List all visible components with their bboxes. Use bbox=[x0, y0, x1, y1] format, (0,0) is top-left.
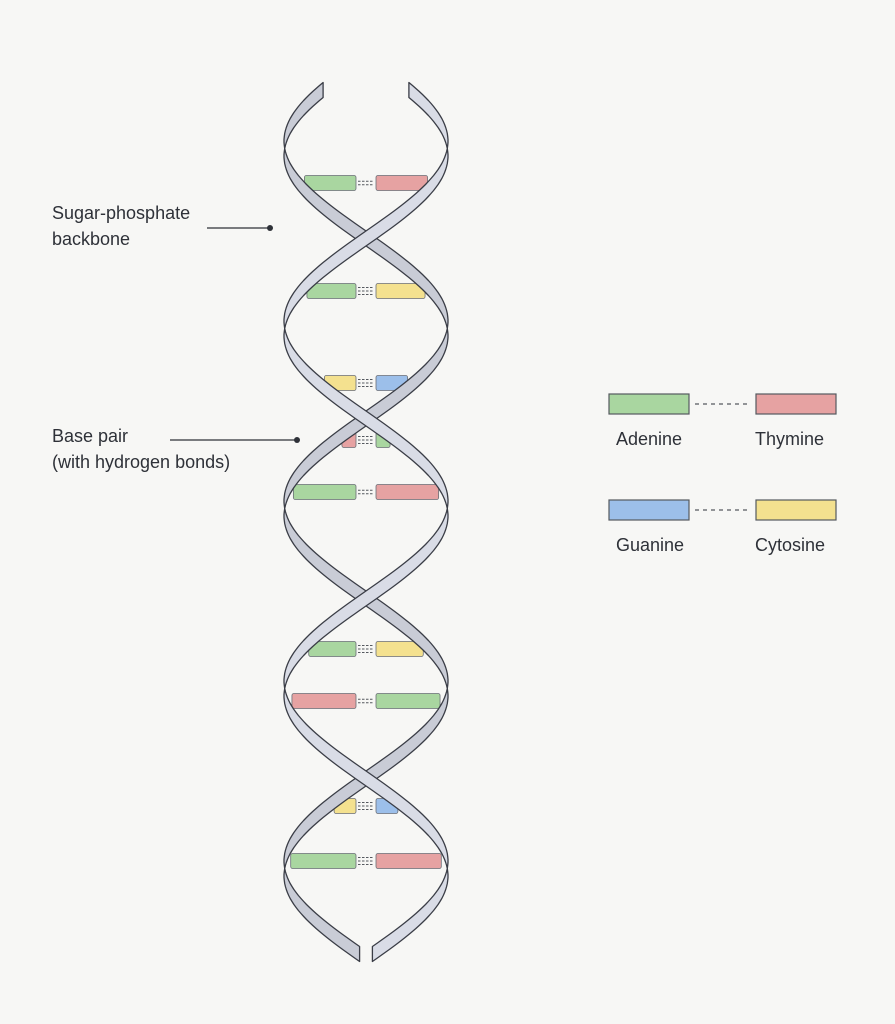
base-pair bbox=[292, 484, 440, 500]
legend-cytosine-label: Cytosine bbox=[755, 535, 826, 555]
base-pair bbox=[323, 375, 409, 391]
base-pair-callout-dot bbox=[294, 437, 300, 443]
thymine-base bbox=[291, 693, 357, 709]
legend-cytosine-swatch bbox=[755, 499, 837, 521]
thymine-base bbox=[375, 484, 440, 500]
legend bbox=[608, 393, 837, 521]
backbone-label-line2: backbone bbox=[52, 229, 131, 249]
base-pair bbox=[290, 853, 442, 869]
adenine-base bbox=[292, 484, 357, 500]
base-pair bbox=[304, 175, 428, 191]
legend-guanine-swatch bbox=[608, 499, 690, 521]
callout-lines bbox=[170, 225, 300, 443]
thymine-base bbox=[375, 853, 442, 869]
base-pair bbox=[308, 641, 424, 657]
backbone-strand-front bbox=[283, 81, 449, 963]
base-pair-label-line2: (with hydrogen bonds) bbox=[52, 452, 231, 472]
base-pair-label: Base pair (with hydrogen bonds) bbox=[52, 423, 230, 475]
base-pair bbox=[291, 693, 441, 709]
base-pair-label-line1: Base pair bbox=[52, 426, 129, 446]
base-pair bbox=[306, 283, 426, 299]
base-pairs-group bbox=[290, 175, 442, 869]
adenine-base bbox=[375, 693, 441, 709]
legend-thymine-swatch bbox=[755, 393, 837, 415]
legend-guanine-label: Guanine bbox=[616, 535, 685, 555]
adenine-base bbox=[304, 175, 357, 191]
backbone-label: Sugar-phosphate backbone bbox=[52, 200, 190, 252]
backbone-callout-dot bbox=[267, 225, 273, 231]
legend-adenine-swatch bbox=[608, 393, 690, 415]
adenine-base bbox=[290, 853, 357, 869]
backbone-label-line1: Sugar-phosphate bbox=[52, 203, 191, 223]
legend-thymine-label: Thymine bbox=[755, 429, 825, 449]
backbone-strand-back bbox=[283, 81, 449, 963]
backbones-group bbox=[283, 81, 449, 963]
thymine-base bbox=[375, 175, 428, 191]
legend-adenine-label: Adenine bbox=[616, 429, 683, 449]
